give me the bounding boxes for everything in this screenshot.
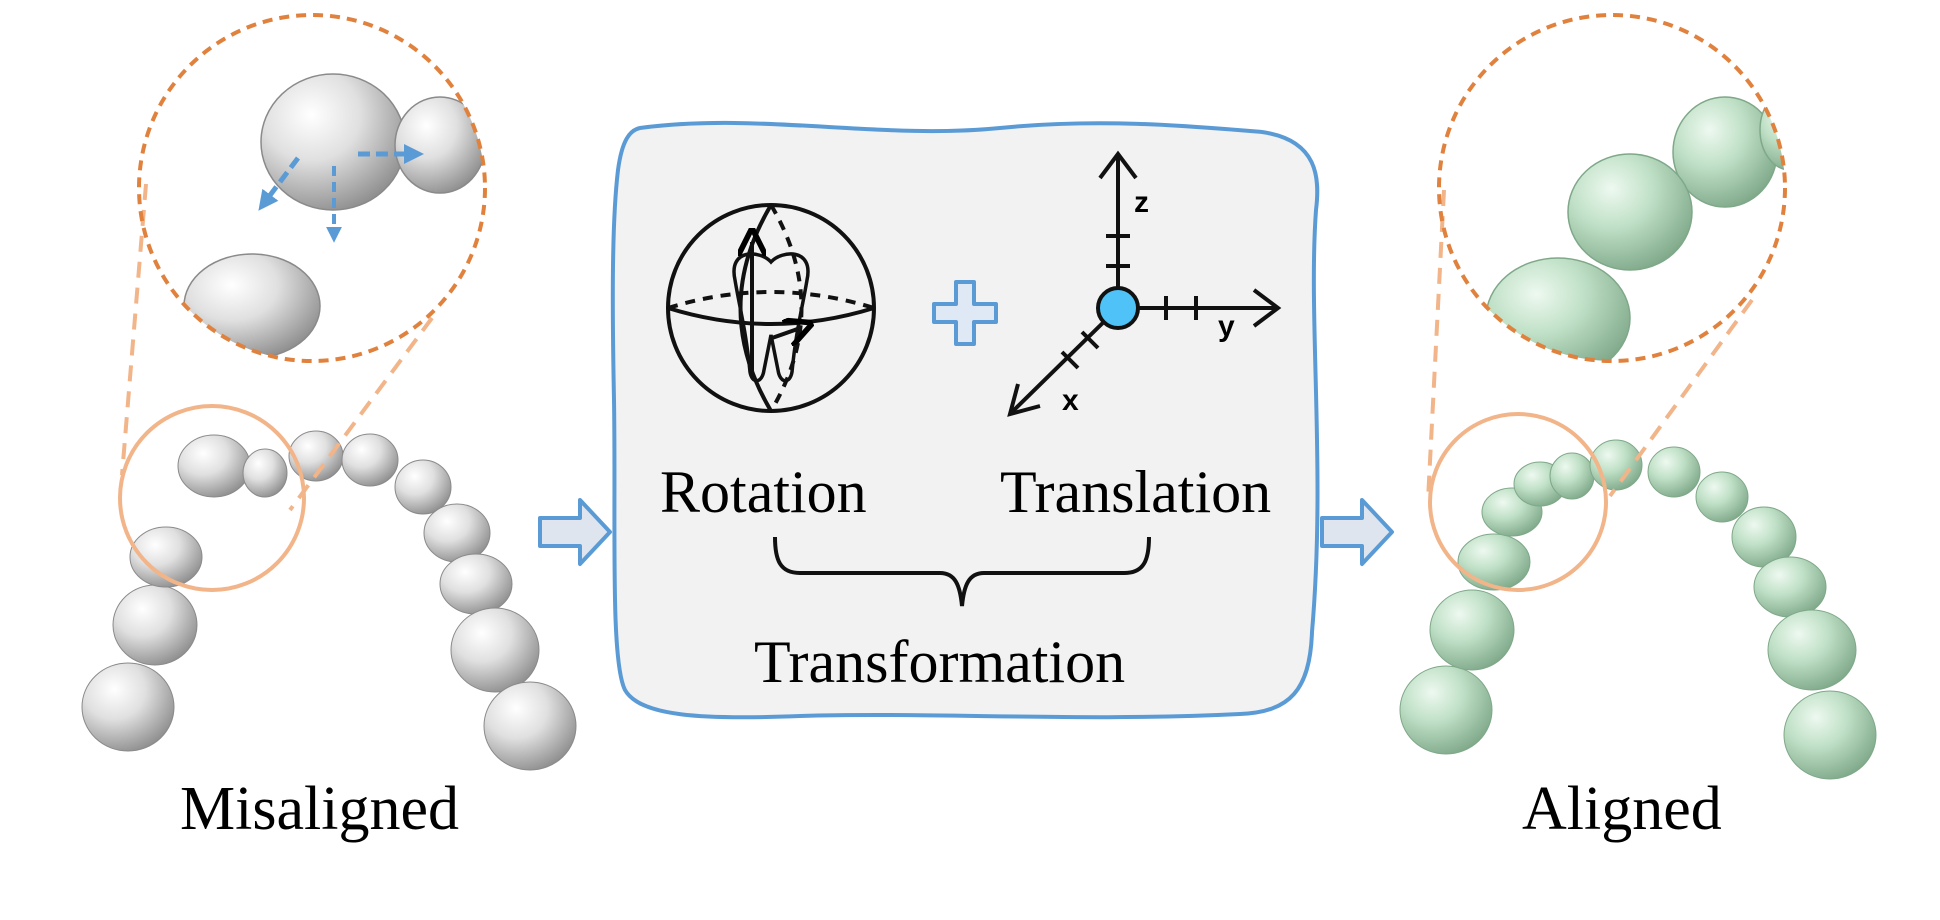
tooth	[1457, 533, 1531, 591]
translation-label: Translation	[1000, 459, 1272, 525]
tooth	[1759, 89, 1785, 171]
tooth	[81, 662, 175, 752]
misaligned-label: Misaligned	[180, 775, 459, 843]
zoom-connector	[120, 183, 148, 476]
tooth	[483, 681, 577, 771]
axis-label-z: z	[1134, 186, 1149, 219]
hollow-right-arrow-icon	[538, 498, 612, 566]
xyz-axes-icon	[1007, 150, 1282, 417]
zoomed-aligned-teeth	[1485, 89, 1785, 361]
tooth	[1767, 609, 1857, 691]
zoom-connector	[288, 316, 434, 512]
tooth	[1429, 589, 1515, 671]
tooth	[439, 553, 513, 615]
tooth-in-sphere-icon	[666, 203, 876, 413]
tooth	[394, 459, 452, 515]
tooth	[1753, 556, 1827, 618]
tooth	[1399, 665, 1493, 755]
displacement-arrows-icon	[258, 144, 424, 243]
zoomed-misaligned-teeth	[183, 73, 485, 359]
tooth	[341, 433, 399, 487]
axis-label-x: x	[1062, 384, 1079, 417]
tooth	[177, 434, 251, 498]
tooth	[129, 526, 203, 588]
aligned-dental-arch	[1399, 439, 1877, 780]
zoom-magnifier-circle	[1437, 13, 1787, 363]
zoom-region-circle	[1428, 412, 1608, 592]
axis-label-y: y	[1218, 310, 1235, 343]
zoom-connector	[1608, 298, 1754, 498]
zoom-magnifier-circle	[137, 13, 487, 363]
tooth	[1695, 471, 1749, 523]
tooth	[242, 448, 288, 498]
zoom-connector	[1426, 189, 1446, 501]
aligned-label: Aligned	[1522, 775, 1722, 843]
tooth	[450, 607, 540, 693]
zoom-region-circle	[118, 404, 306, 592]
hollow-right-arrow-icon	[1320, 498, 1394, 566]
tooth	[1567, 153, 1693, 271]
tooth	[423, 503, 491, 563]
curly-brace-icon	[773, 536, 1151, 607]
transformation-label: Transformation	[754, 629, 1126, 695]
tooth	[112, 584, 198, 666]
tooth	[1783, 690, 1877, 780]
tooth	[183, 253, 321, 359]
rotation-label: Rotation	[660, 459, 867, 525]
misaligned-dental-arch	[81, 430, 577, 771]
tooth	[394, 96, 485, 194]
tooth	[1647, 446, 1701, 498]
plus-icon	[932, 280, 998, 346]
tooth	[1549, 452, 1595, 500]
